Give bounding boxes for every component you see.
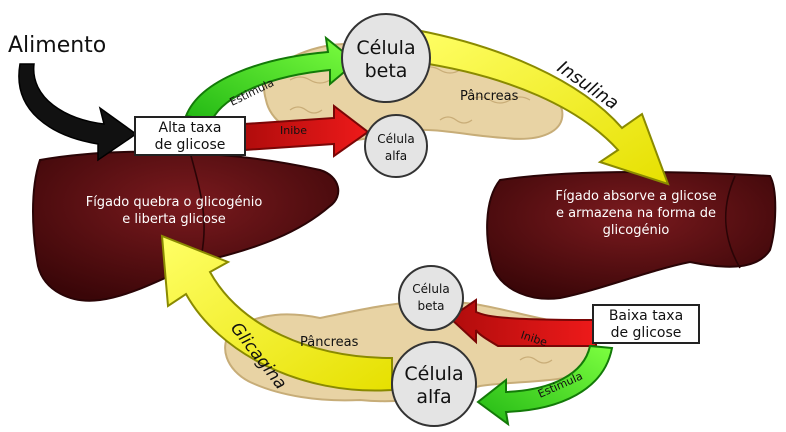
alpha-cell-bottom-line1: Célula [404, 363, 463, 385]
pancreas-bottom-label: Pâncreas [300, 335, 359, 350]
alpha-cell-top-line1: Célula [377, 132, 414, 146]
alpha-cell-bottom-line2: alfa [416, 386, 451, 408]
liver-right-line2: e armazena na forma de [556, 206, 716, 221]
beta-cell-bottom [399, 266, 463, 330]
liver-right-line1: Fígado absorve a glicose [555, 189, 716, 204]
beta-cell-top-line2: beta [365, 60, 408, 82]
alpha-cell-top-line2: alfa [385, 149, 407, 163]
inhibits-top-label: Inibe [280, 124, 307, 137]
low-glucose-box: Baixa taxa de glicose [592, 304, 700, 344]
low-glucose-line2: de glicose [594, 325, 698, 342]
liver-right-line3: glicogénio [603, 223, 670, 238]
pancreas-top-label: Pâncreas [460, 89, 519, 104]
liver-left-line2: e liberta glicose [122, 212, 226, 227]
high-glucose-line1: Alta taxa [136, 120, 244, 137]
high-glucose-box: Alta taxa de glicose [134, 116, 246, 156]
food-label: Alimento [8, 33, 106, 58]
high-glucose-line2: de glicose [136, 137, 244, 154]
food-arrow [19, 64, 136, 160]
low-glucose-line1: Baixa taxa [594, 308, 698, 325]
beta-cell-bottom-line1: Célula [412, 282, 449, 296]
beta-cell-bottom-line2: beta [417, 299, 444, 313]
liver-left-line1: Fígado quebra o glicogénio [86, 195, 263, 210]
alpha-cell-top [365, 115, 427, 177]
beta-cell-top-line1: Célula [356, 37, 415, 59]
